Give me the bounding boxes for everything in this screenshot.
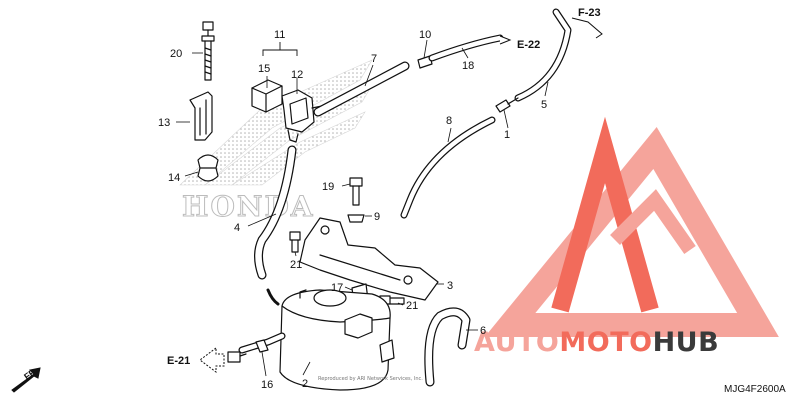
diagram-code: MJG4F2600A [724, 384, 786, 395]
callout-21-upper: 21 [290, 259, 302, 271]
callout-3: 3 [447, 280, 453, 292]
bracket-13 [189, 91, 213, 141]
honda-brand-text: HONDA [182, 190, 314, 223]
copyright-note: Reproduced by ARI Network Services, Inc. [318, 376, 423, 382]
hose-7 [313, 61, 410, 117]
ref-f-23: F-23 [578, 7, 601, 19]
ref-arrows [11, 17, 603, 393]
ref-e-21: E-21 [167, 355, 190, 367]
callout-13: 13 [158, 117, 170, 129]
solenoid-valve-12 [251, 79, 323, 143]
callout-7: 7 [371, 53, 377, 65]
hose-4 [254, 145, 297, 280]
bracket-3 [299, 217, 439, 301]
callout-21-lower: 21 [406, 300, 418, 312]
canister-2 [279, 289, 395, 391]
callout-12: 12 [291, 69, 303, 81]
callout-8: 8 [446, 115, 452, 127]
callout-20: 20 [170, 48, 182, 60]
automotohub-logo: AUTOMOTOHUB [474, 116, 779, 358]
hose-6 [424, 307, 471, 387]
callout-9: 9 [374, 211, 380, 223]
callout-5: 5 [541, 99, 547, 111]
callout-18: 18 [462, 60, 474, 72]
hose-16 [227, 332, 286, 363]
watermark-hub: HUB [653, 327, 720, 358]
parts-linework [189, 8, 572, 391]
hose-18 [428, 34, 504, 62]
watermark-text: AUTOMOTOHUB [474, 327, 719, 358]
callout-4: 4 [234, 222, 240, 234]
watermark-auto: AUTO [474, 327, 559, 358]
hose-8 [400, 116, 496, 219]
watermark-moto: MOTO [559, 327, 652, 358]
leader-lines [176, 39, 549, 377]
callout-2: 2 [302, 378, 308, 390]
callouts: 20 11 15 12 7 10 18 5 8 1 13 14 19 9 4 2… [158, 29, 547, 391]
bolt-21-upper [289, 231, 301, 253]
callout-19: 19 [322, 181, 334, 193]
bolt-19 [347, 177, 365, 223]
direction-label: FR. [22, 365, 40, 382]
callout-10: 10 [419, 29, 431, 41]
callout-1: 1 [504, 129, 510, 141]
ref-e-22: E-22 [517, 39, 540, 51]
callout-15: 15 [258, 63, 270, 75]
callout-11: 11 [274, 29, 285, 41]
rubber-14 [197, 154, 219, 182]
hose-5 [514, 8, 572, 102]
callout-6: 6 [480, 325, 486, 337]
bolt-20 [201, 21, 215, 81]
bracket-11 [262, 42, 298, 56]
callout-14: 14 [168, 172, 180, 184]
callout-17: 17 [331, 282, 343, 294]
callout-16: 16 [261, 379, 273, 391]
